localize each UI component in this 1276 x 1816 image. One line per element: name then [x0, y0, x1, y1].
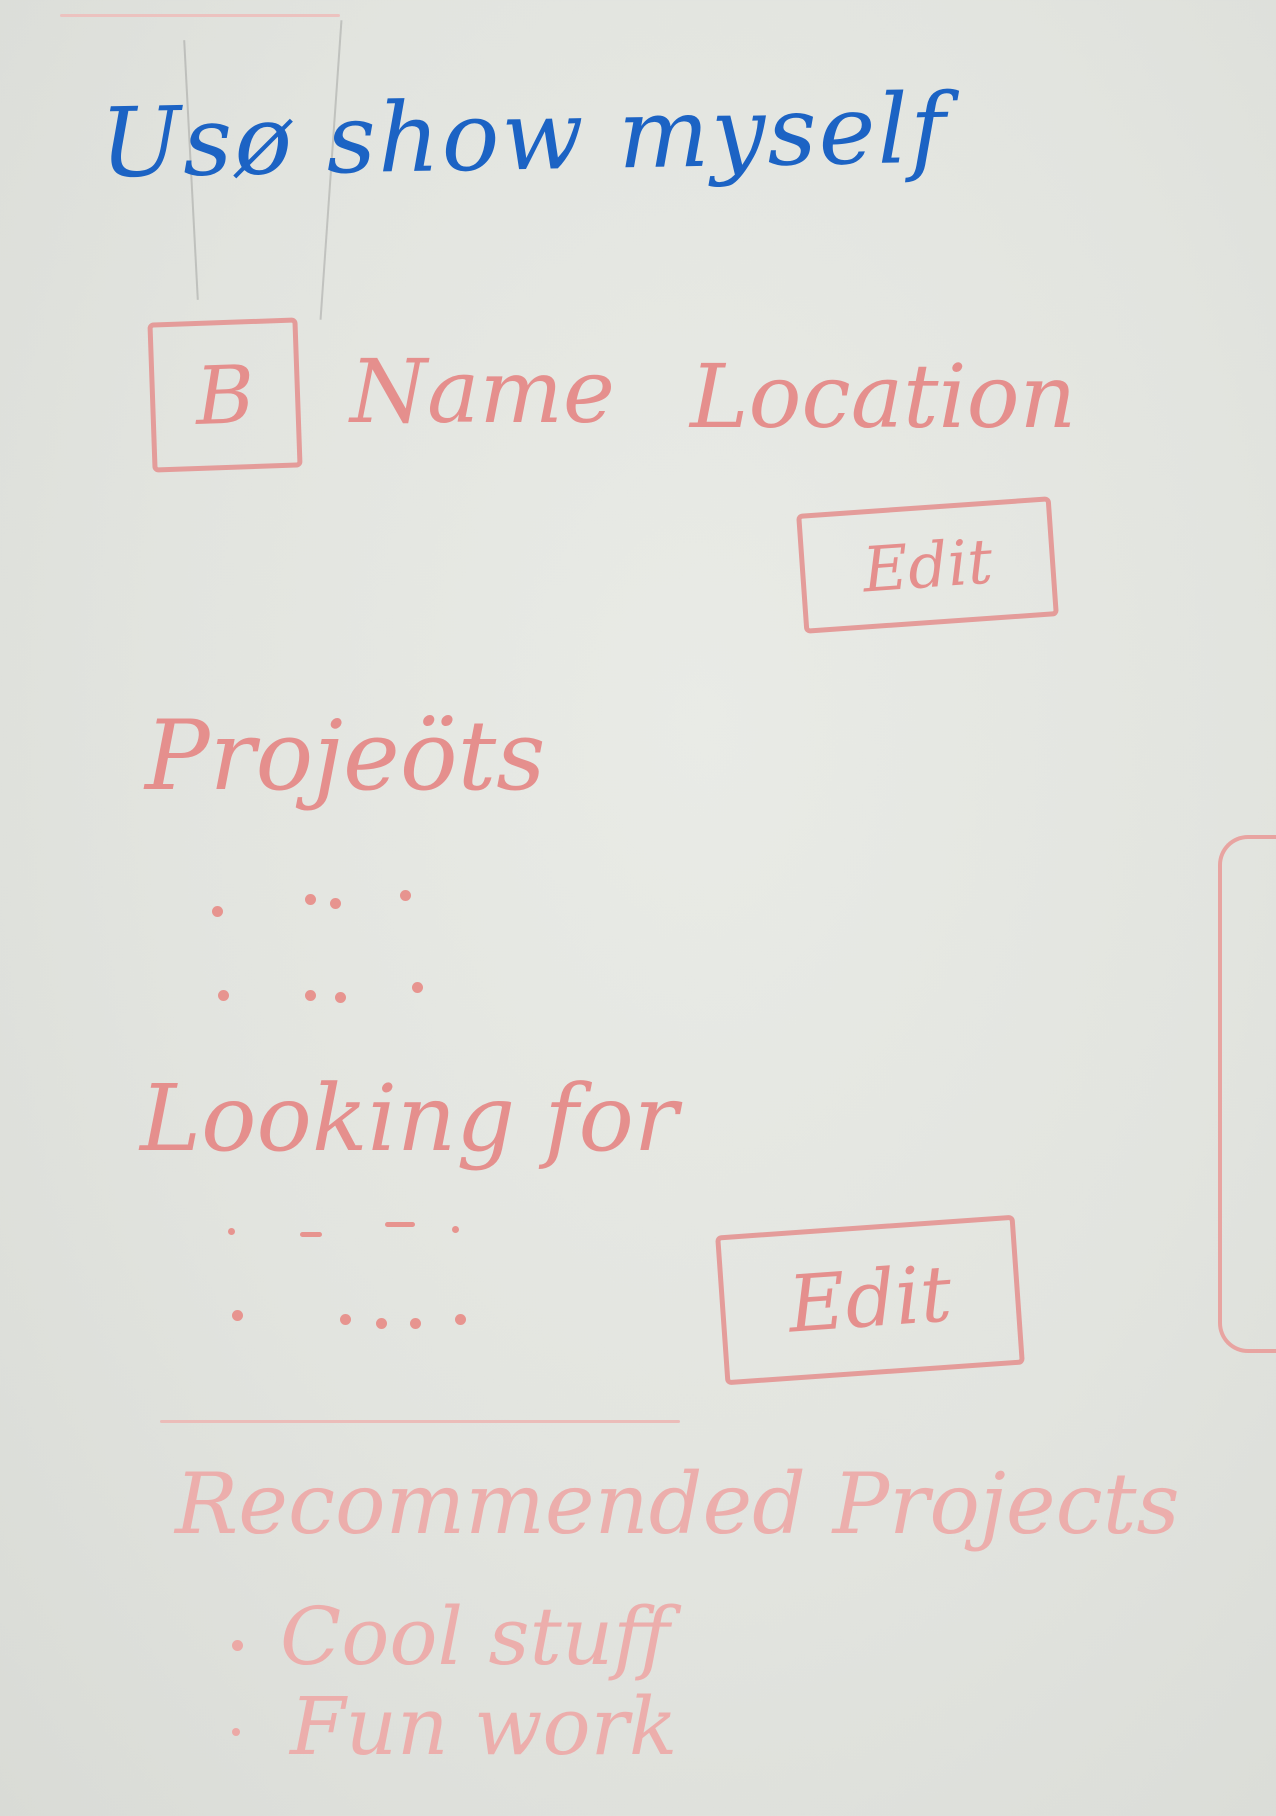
recommended-item: Fun work: [290, 1680, 678, 1773]
looking-for-heading: Looking for: [140, 1065, 678, 1172]
placeholder-dot: [452, 1226, 459, 1233]
edit-looking-for-button[interactable]: Edit: [715, 1214, 1025, 1386]
projects-heading: Projeöts: [145, 700, 546, 812]
placeholder-dash: [385, 1222, 415, 1227]
side-bracket: [1218, 835, 1276, 1353]
profile-location: Location: [690, 345, 1077, 448]
profile-name: Name: [350, 340, 615, 443]
placeholder-dot: [412, 982, 423, 993]
placeholder-dot: [212, 906, 223, 917]
avatar-initial: B: [193, 347, 256, 443]
placeholder-dot: [376, 1318, 387, 1329]
placeholder-dot: [305, 990, 316, 1001]
placeholder-dot: [455, 1314, 466, 1325]
placeholder-dot: [400, 890, 411, 901]
bullet-dot: [232, 1640, 243, 1651]
placeholder-dot: [305, 894, 316, 905]
section-divider: [160, 1420, 680, 1423]
page-title: Usø show myself: [99, 72, 949, 200]
recommended-heading: Recommended Projects: [175, 1455, 1180, 1553]
bullet-dot: [232, 1728, 240, 1736]
placeholder-dot: [228, 1228, 235, 1235]
recommended-item: Cool stuff: [280, 1590, 670, 1683]
placeholder-dot: [335, 992, 346, 1003]
edit-profile-label: Edit: [860, 524, 995, 606]
placeholder-dot: [410, 1318, 421, 1329]
placeholder-dot: [340, 1314, 351, 1325]
placeholder-dash: [300, 1232, 322, 1237]
edit-looking-for-label: Edit: [785, 1249, 955, 1351]
placeholder-dot: [232, 1310, 243, 1321]
placeholder-dot: [330, 898, 341, 909]
top-residue-line: [60, 14, 340, 17]
placeholder-dot: [218, 990, 229, 1001]
avatar: B: [147, 317, 303, 473]
edit-profile-button[interactable]: Edit: [796, 496, 1059, 634]
